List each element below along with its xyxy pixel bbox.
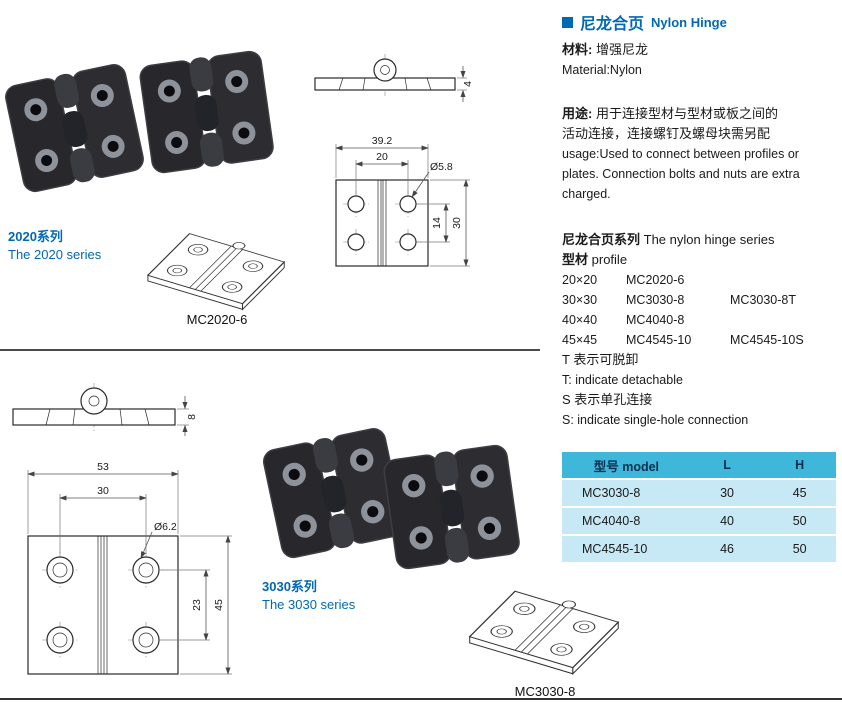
hinge-holes: [282, 448, 385, 538]
hinge-photo-graphic: [383, 444, 520, 570]
dim-2020-hole-span: 20: [376, 151, 388, 163]
col-header-l: L: [723, 458, 731, 472]
profile-row-2020: 20×20 MC2020-6: [562, 273, 685, 287]
spec-table: 型号 model L H MC3030-8 30 45 MC4040-8 40 …: [562, 452, 836, 564]
hinge-photo-graphic: [263, 428, 404, 559]
dim-2020-thickness: 4: [462, 81, 474, 87]
note-s-en: S: indicate single-hole connection: [562, 413, 749, 427]
usage-block: 用途: 用于连接型材与型材或板之间的 活动连接，连接螺钉及螺母块需另配 usag…: [562, 104, 838, 204]
usage-cn-line1: 用于连接型材与型材或板之间的: [595, 106, 778, 121]
dim-2020-hole-vspacing: 14: [431, 217, 443, 229]
table-row-mc3030-8: MC3030-8 30 45: [562, 480, 836, 506]
profile-label-en: profile: [591, 252, 628, 267]
note-t-en: T: indicate detachable: [562, 373, 683, 387]
cell-model: MC4040-8: [582, 514, 641, 528]
cell-model: MC3030-8: [582, 486, 641, 500]
title-bullet-square: [562, 16, 573, 28]
series-3030-en: The 3030 series: [262, 597, 356, 612]
series-list-block: 尼龙合页系列 The nylon hinge series 型材 profile…: [562, 230, 838, 430]
series-label-2020: 2020系列 The 2020 series: [8, 228, 101, 264]
cell-h: 50: [792, 514, 807, 528]
dim-3030-total-width: 53: [97, 461, 109, 473]
series-2020-en: The 2020 series: [8, 247, 102, 262]
series-2020-cn: 2020系列: [8, 229, 63, 244]
dim-2020-total-height: 30: [451, 217, 463, 229]
cell-h: 50: [792, 542, 807, 556]
hinge-photo-graphic: [139, 50, 274, 174]
series-3030-cn: 3030系列: [262, 579, 317, 594]
profile-row-3030: 30×30 MC3030-8 MC3030-8T: [562, 293, 796, 307]
col-header-h: H: [795, 458, 805, 472]
hinge-holes: [24, 84, 125, 173]
material-value-en: Material:Nylon: [562, 63, 642, 77]
section-divider: [0, 349, 540, 351]
drawing-2020-front-view: 39.2 20 Ø5.8 14 30: [322, 118, 487, 295]
usage-en: usage:Used to connect between profiles o…: [562, 147, 800, 201]
hinge-photo-graphic: [5, 64, 144, 193]
hinge-photo-3030-right: [378, 437, 526, 581]
dim-2020-total-width: 39.2: [372, 135, 393, 147]
series-list-title-cn: 尼龙合页系列: [562, 232, 641, 247]
material-value-cn: 增强尼龙: [595, 42, 648, 57]
drawing-3030-side-view: 8: [5, 375, 200, 442]
table-row-mc4545-10: MC4545-10 46 50: [562, 536, 836, 562]
drawing-3030-front-view: 53 30 Ø6.2 23 45: [8, 448, 248, 702]
page-title-cn: 尼龙合页: [580, 16, 645, 33]
page-title-en: Nylon Hinge: [651, 14, 727, 30]
dim-2020-hole-dia: Ø5.8: [430, 161, 453, 173]
material-block: 材料: 增强尼龙 Material:Nylon: [562, 40, 838, 80]
holes-2020: [343, 191, 421, 255]
dim-3030-thickness: 8: [186, 414, 198, 420]
drawing-3030-isometric: [465, 583, 625, 686]
drawing-2020-top-view: 4: [305, 46, 475, 109]
col-header-model: 型号 model: [593, 459, 660, 474]
dim-3030-hole-span: 30: [97, 485, 109, 497]
section-title: 尼龙合页 Nylon Hinge: [562, 10, 727, 34]
page-bottom-rule: [0, 698, 842, 700]
usage-label: 用途:: [562, 106, 593, 121]
profile-row-4040: 40×40 MC4040-8: [562, 313, 685, 327]
dim-3030-hole-dia: Ø6.2: [154, 521, 177, 533]
note-s-cn: S 表示单孔连接: [562, 392, 653, 407]
dim-3030-total-height: 45: [213, 599, 225, 611]
note-t-cn: T 表示可脱卸: [562, 352, 639, 367]
info-panel: 尼龙合页 Nylon Hinge 材料: 增强尼龙 Material:Nylon…: [562, 0, 838, 702]
hinge-holes: [402, 464, 502, 550]
profile-label-cn: 型材: [562, 252, 589, 267]
hinge-photo-3030-left: [256, 420, 412, 572]
cell-h: 45: [792, 486, 807, 500]
profile-row-4545: 45×45 MC4545-10 MC4545-10S: [562, 333, 804, 347]
cell-l: 46: [720, 542, 735, 556]
table-row-mc4040-8: MC4040-8 40 50: [562, 508, 836, 534]
series-list-title-en: The nylon hinge series: [643, 232, 775, 247]
model-caption-2020: MC2020-6: [186, 312, 248, 327]
dim-3030-hole-vspacing: 23: [191, 599, 203, 611]
cell-l: 30: [720, 486, 735, 500]
cell-model: MC4545-10: [582, 542, 648, 556]
hinge-photo-2020-left: [0, 56, 152, 205]
hinge-photo-2020-right: [134, 44, 280, 186]
spec-table-header-row: 型号 model L H: [562, 452, 836, 478]
material-label: 材料:: [562, 42, 593, 57]
model-caption-3030: MC3030-8: [514, 684, 576, 699]
drawing-2020-isometric: [146, 226, 288, 321]
hinge-holes: [157, 70, 256, 155]
cell-l: 40: [720, 514, 735, 528]
holes-3030: [42, 552, 164, 658]
usage-cn-line2: 活动连接，连接螺钉及螺母块需另配: [562, 126, 771, 141]
series-label-3030: 3030系列 The 3030 series: [262, 578, 355, 614]
